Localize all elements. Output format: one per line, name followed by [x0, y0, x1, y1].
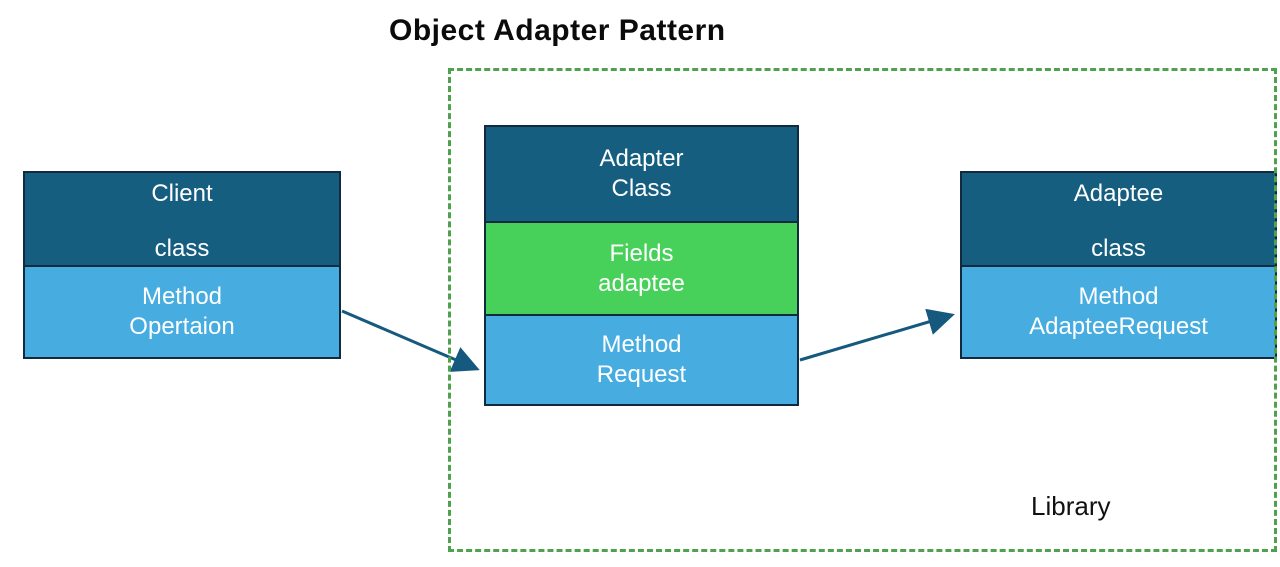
adaptee-method-line2: AdapteeRequest — [1029, 313, 1208, 340]
adapter-fields-line1: Fields — [609, 239, 674, 267]
adaptee-stereotype: class — [1091, 235, 1146, 262]
adaptee-method-section: Method AdapteeRequest — [962, 265, 1275, 357]
client-name: Client — [151, 180, 213, 207]
arrow-client-to-adapter — [341, 309, 480, 372]
adapter-method-line2: Request — [596, 361, 687, 388]
adaptee-name: Adaptee — [1073, 180, 1164, 207]
client-stereotype: class — [154, 235, 210, 262]
client-header: Client class — [25, 173, 339, 265]
library-label: Library — [1031, 491, 1111, 521]
adapter-fields-section: Fields adaptee — [486, 221, 797, 314]
adaptee-method-line1: Method — [1078, 283, 1159, 310]
adapter-fields-line2: adaptee — [598, 269, 685, 297]
adapter-method-section: Method Request — [486, 314, 797, 404]
adapter-name-line1: Adapter — [599, 145, 684, 172]
arrow-adapter-to-adaptee — [799, 308, 955, 362]
adaptee-class-box: Adaptee class Method AdapteeRequest — [960, 171, 1277, 359]
client-method-section: Method Opertaion — [25, 265, 339, 357]
adapter-name-line2: Class — [611, 175, 672, 202]
client-method-line2: Opertaion — [129, 313, 235, 340]
diagram-title: Object Adapter Pattern — [389, 14, 726, 47]
adapter-method-line1: Method — [601, 331, 682, 358]
client-method-line1: Method — [141, 283, 223, 310]
client-class-box: Client class Method Opertaion — [23, 171, 341, 359]
adaptee-header: Adaptee class — [962, 173, 1275, 265]
adapter-header: Adapter Class — [486, 127, 797, 221]
adapter-class-box: Adapter Class Fields adaptee Method Requ… — [484, 125, 799, 406]
